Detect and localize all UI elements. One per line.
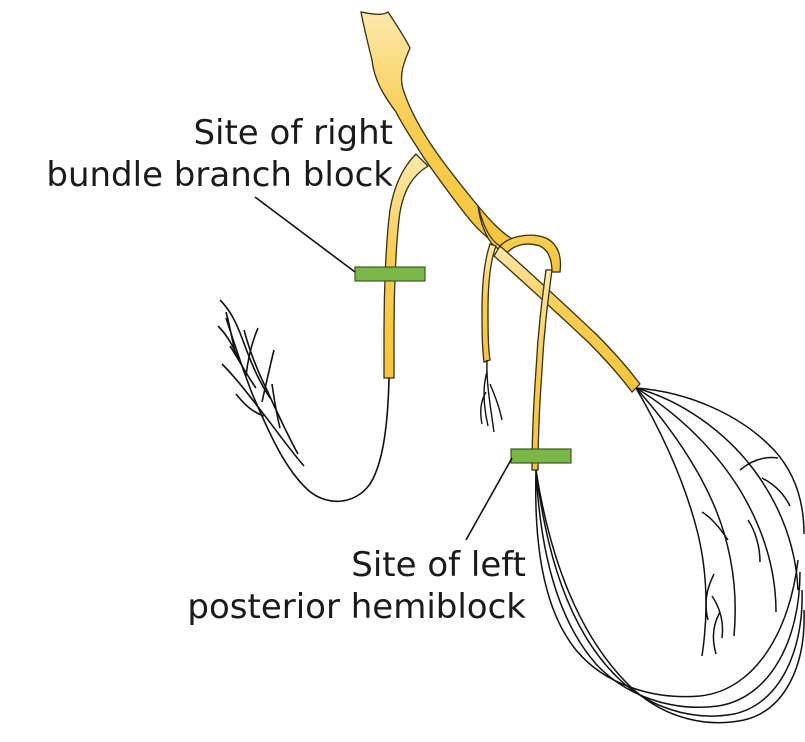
septal-fascicle (482, 244, 496, 362)
septal-fibers (481, 360, 502, 432)
left-anterior-fascicle (494, 246, 640, 392)
left-block-label-line1: Site of left (150, 544, 526, 586)
left-posterior-block-marker (511, 449, 571, 463)
left-block-leader-line (466, 458, 512, 540)
right-bundle-branch-block-label: Site of right bundle branch block (8, 112, 393, 196)
right-block-label-line2: bundle branch block (8, 154, 393, 196)
right-block-leader-line (255, 197, 355, 272)
right-bundle-block-marker (355, 267, 425, 281)
left-block-label-line2: posterior hemiblock (150, 586, 526, 628)
left-bundle-fibers (536, 388, 804, 723)
right-bundle-fibers (218, 300, 389, 501)
right-block-label-line1: Site of right (8, 112, 393, 154)
left-posterior-hemiblock-label: Site of left posterior hemiblock (150, 544, 526, 628)
